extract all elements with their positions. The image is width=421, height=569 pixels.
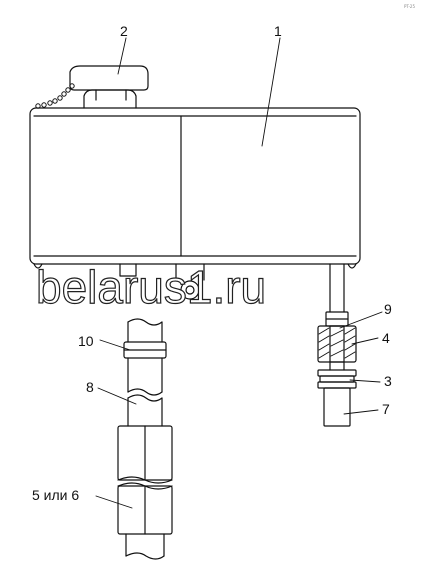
cap-chain [35, 83, 75, 109]
corner-mark: PT-25 [404, 4, 415, 9]
right-fitting-assembly [317, 263, 357, 427]
callout-4: 4 [382, 330, 390, 346]
tank [29, 107, 361, 269]
filler-cap [69, 65, 149, 109]
callout-3: 3 [384, 373, 392, 389]
callout-10: 10 [78, 333, 94, 349]
callout-2: 2 [120, 23, 128, 39]
callout-8: 8 [86, 379, 94, 395]
callout-5-or-6: 5 или 6 [32, 487, 79, 503]
callout-9: 9 [384, 301, 392, 317]
callout-7: 7 [382, 401, 390, 417]
callout-1: 1 [274, 23, 282, 39]
drain-plug [119, 263, 205, 300]
leader-lines [95, 37, 383, 509]
watermark-text: belarus1.ru [36, 261, 266, 313]
left-hose-assembly [117, 318, 173, 560]
